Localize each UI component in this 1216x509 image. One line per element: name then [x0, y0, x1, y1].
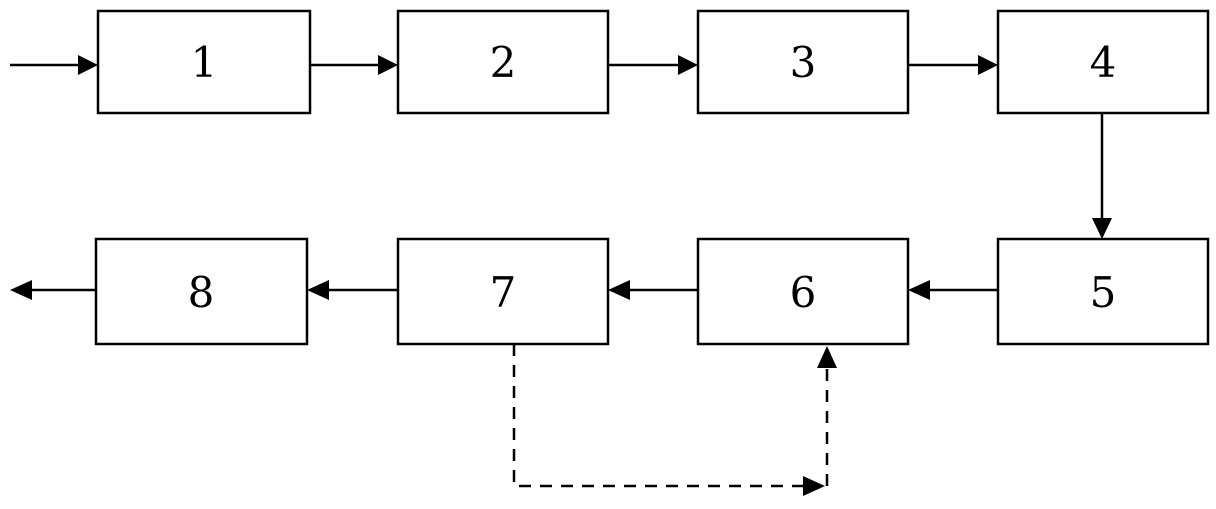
box-5-label: 5 — [1090, 268, 1117, 317]
arrow-5-to-6 — [908, 280, 998, 300]
box-2-label: 2 — [490, 38, 517, 87]
box-6-label: 6 — [790, 268, 817, 317]
box-1-label: 1 — [191, 38, 218, 87]
box-7-label: 7 — [490, 268, 517, 317]
box-3: 3 — [696, 9, 910, 115]
arrow-4-to-5 — [1092, 113, 1112, 239]
arrow-1-to-2 — [310, 55, 398, 75]
box-4: 4 — [996, 9, 1210, 115]
box-3-label: 3 — [790, 38, 817, 87]
box-1: 1 — [96, 9, 312, 115]
arrow-8-to-output — [10, 280, 96, 300]
arrow-2-to-3 — [608, 55, 698, 75]
dashed-feedback-7-to-6 — [512, 344, 837, 496]
arrow-7-to-8 — [307, 280, 398, 300]
box-8: 8 — [94, 237, 309, 346]
box-6: 6 — [696, 237, 910, 346]
box-5: 5 — [996, 237, 1210, 346]
arrow-3-to-4 — [908, 55, 998, 75]
arrow-6-to-7 — [608, 280, 698, 300]
box-8-label: 8 — [188, 268, 215, 317]
box-7: 7 — [396, 237, 610, 346]
box-4-label: 4 — [1090, 38, 1117, 87]
box-2: 2 — [396, 9, 610, 115]
arrow-input-to-1 — [10, 55, 98, 75]
